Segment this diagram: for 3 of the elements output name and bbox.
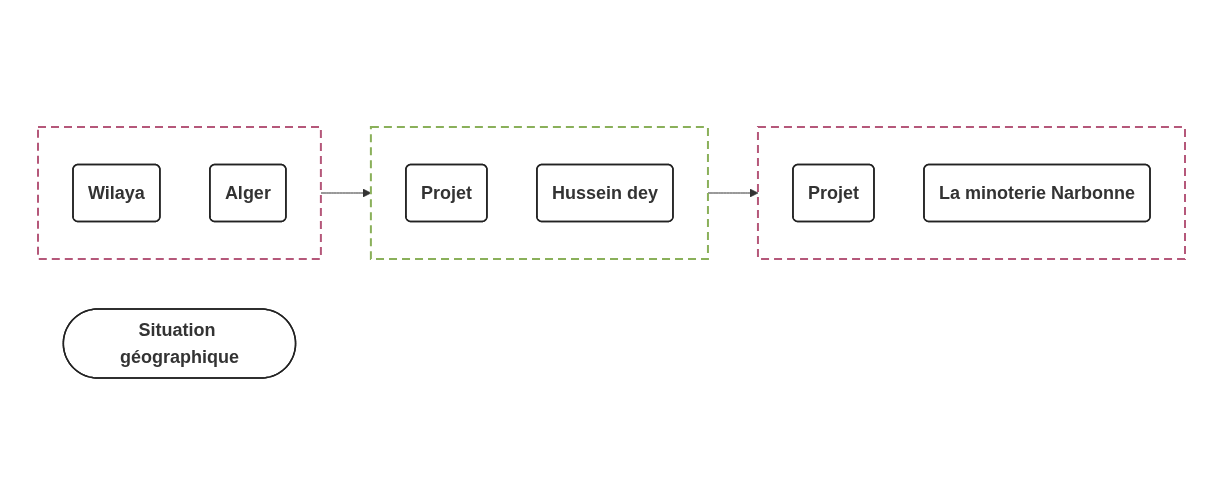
cluster [369,125,709,260]
cluster [37,125,322,260]
cluster [756,125,1186,260]
